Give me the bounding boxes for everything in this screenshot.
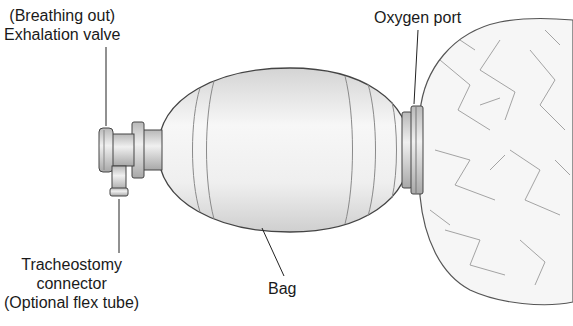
part-label: Tracheostomy connector (Optional flex tu…	[4, 255, 139, 312]
label-line: (Optional flex tube)	[4, 293, 139, 312]
label-line: (Breathing out)	[4, 6, 121, 25]
label-line: Bag	[268, 279, 296, 298]
label-line: connector	[4, 274, 139, 293]
label-line: Tracheostomy	[4, 255, 139, 274]
part-label: Oxygen port	[374, 8, 461, 27]
exhalation-valve	[99, 122, 162, 178]
label-line: Oxygen port	[374, 8, 461, 27]
reservoir-bag	[420, 18, 573, 304]
label-line: Exhalation valve	[4, 25, 121, 44]
part-label: Bag	[268, 279, 296, 298]
oxygen-port	[402, 106, 423, 194]
tracheostomy-connector	[110, 166, 128, 196]
part-label: (Breathing out) Exhalation valve	[4, 6, 121, 44]
bag	[158, 68, 410, 232]
leader-lines	[106, 30, 418, 276]
